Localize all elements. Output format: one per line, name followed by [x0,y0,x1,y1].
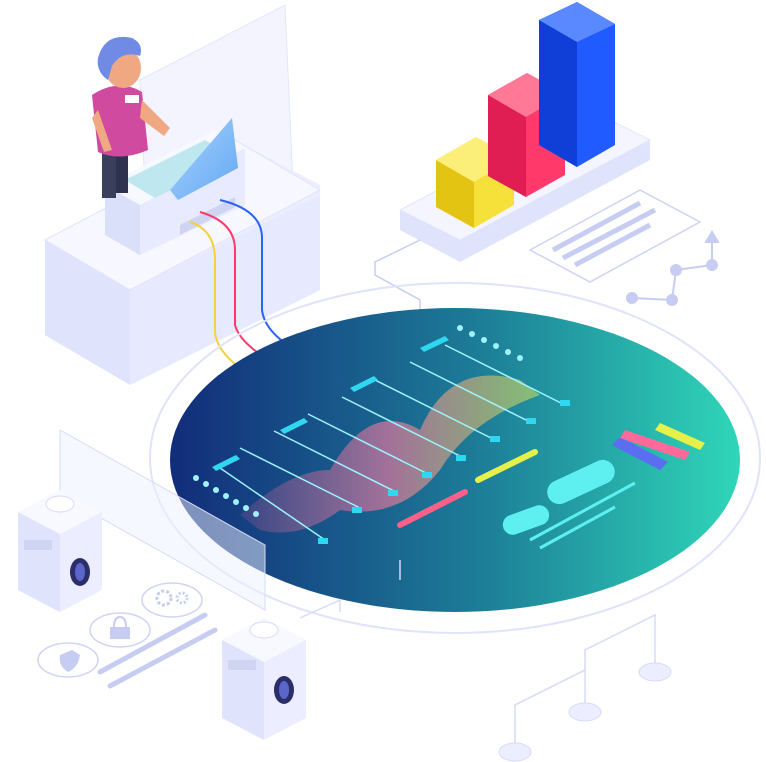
connector-network [299,560,656,745]
shield-icon [37,642,99,678]
info-card [528,189,702,283]
connector-line [374,239,421,320]
data-dashboard-icon [149,282,761,634]
server-icon [222,618,306,740]
gear-icon [141,582,203,618]
person-icon [92,36,170,198]
decor-lines [97,612,218,689]
node-graph-icon [626,230,720,306]
laptop-icon [125,118,238,200]
lock-icon [89,612,151,648]
connector-pedestals [498,662,672,762]
glass-panel [59,429,266,611]
server-icon [18,490,102,612]
bar-chart-icon [398,2,652,262]
